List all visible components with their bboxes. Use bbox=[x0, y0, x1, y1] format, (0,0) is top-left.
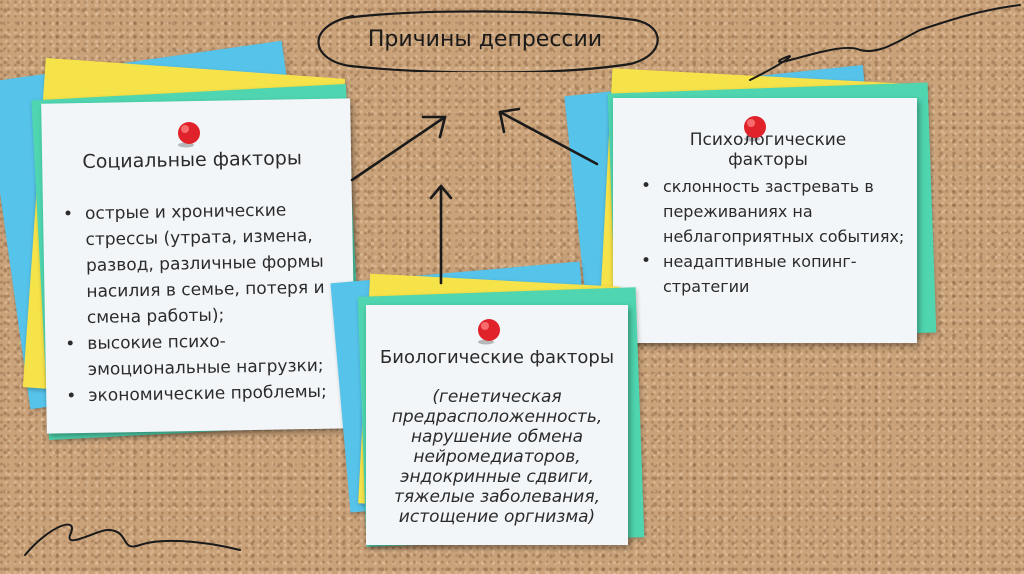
arrow-icon bbox=[350, 115, 447, 182]
page-title: Причины депрессии bbox=[367, 27, 603, 52]
biological-factors-title: Биологические факторы bbox=[379, 347, 615, 368]
oval-outline bbox=[317, 10, 659, 72]
biological-factors-note: Биологические факторы (генетическая пред… bbox=[366, 305, 628, 545]
biological-factors-body: (генетическая предрасположенность, наруш… bbox=[391, 387, 603, 527]
arrow-icon bbox=[429, 184, 453, 285]
psychological-factors-list: склонность застревать в переживаниях на … bbox=[637, 174, 916, 299]
psychological-factors-title: Психологические факторы bbox=[689, 130, 847, 170]
pushpin-icon bbox=[178, 122, 200, 148]
pushpin-icon bbox=[744, 116, 766, 142]
list-item: склонность застревать в переживаниях на … bbox=[641, 174, 916, 249]
list-item: неадаптивные копинг-стратегии bbox=[641, 249, 916, 299]
psychological-factors-note: Психологические факторы склонность застр… bbox=[613, 98, 917, 343]
squiggle-decoration bbox=[749, 4, 1021, 81]
squiggle-decoration bbox=[24, 523, 241, 556]
title-oval: Причины депрессии bbox=[305, 10, 665, 72]
pushpin-icon bbox=[478, 319, 500, 345]
arrow-icon bbox=[498, 107, 599, 166]
